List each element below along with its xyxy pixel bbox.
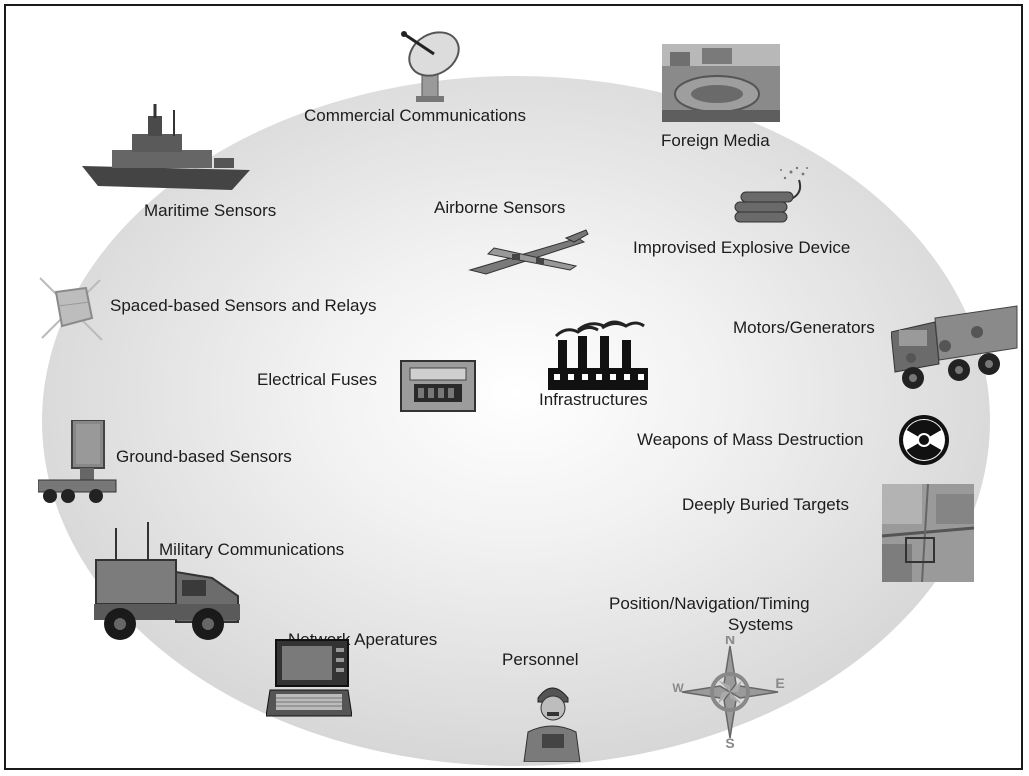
aerial-city-photo — [662, 44, 780, 122]
label-military-communications: Military Communications — [159, 540, 345, 559]
label-improvised-explosive-device: Improvised Explosive Device — [633, 238, 851, 257]
compass-rose-icon: N E S W — [672, 636, 788, 748]
label-ground-based-sensors: Ground-based Sensors — [116, 447, 292, 466]
label-pnt: Position/Navigation/Timing — [609, 594, 810, 613]
satellite-dish-icon — [394, 26, 464, 104]
compass-w: W — [672, 681, 684, 695]
label-weapons-of-mass-destruction: Weapons of Mass Destruction — [637, 430, 864, 449]
radar-vehicle-icon — [38, 420, 118, 506]
compass-e: E — [775, 675, 784, 691]
fuse-box-icon — [400, 360, 476, 412]
label-commercial-communications: Commercial Communications — [304, 106, 527, 125]
military-truck-icon — [891, 302, 1019, 394]
soldier-icon — [518, 676, 586, 762]
cargo-airplane-icon — [466, 228, 592, 276]
compass-s: S — [725, 735, 734, 748]
label-motors-generators: Motors/Generators — [733, 318, 875, 337]
radiation-symbol-icon — [898, 414, 950, 466]
satellite-icon — [36, 274, 106, 344]
laptop-terminal-icon — [266, 636, 352, 722]
aerial-terrain-photo — [882, 484, 974, 582]
label-electrical-fuses: Electrical Fuses — [257, 370, 377, 389]
compass-n: N — [725, 636, 735, 647]
label-infrastructures: Infrastructures — [539, 390, 648, 409]
label-pnt-systems: Systems — [728, 615, 794, 634]
label-maritime-sensors: Maritime Sensors — [144, 201, 277, 220]
dynamite-icon — [731, 164, 811, 232]
label-deeply-buried-targets: Deeply Buried Targets — [682, 495, 849, 514]
diagram-frame: Commercial Communications Foreign Media … — [4, 4, 1023, 770]
label-space-based-sensors: Spaced-based Sensors and Relays — [110, 296, 377, 315]
label-foreign-media: Foreign Media — [661, 131, 770, 150]
label-airborne-sensors: Airborne Sensors — [434, 198, 566, 217]
warship-icon — [82, 104, 250, 194]
factory-icon — [544, 318, 652, 390]
label-personnel: Personnel — [502, 650, 579, 669]
humvee-icon — [90, 522, 242, 644]
background-ellipse — [42, 76, 990, 766]
